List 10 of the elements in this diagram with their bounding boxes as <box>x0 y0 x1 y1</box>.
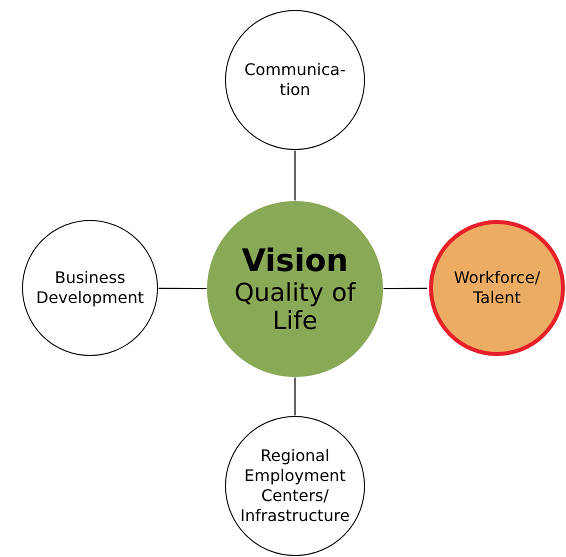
connector-line <box>294 378 296 416</box>
connector-line <box>294 150 296 200</box>
connector-line <box>158 288 206 290</box>
node-label: Communica- tion <box>243 60 347 100</box>
main-heading: Vision <box>240 243 350 279</box>
node-label: Workforce/ Talent <box>452 268 542 308</box>
connector-line <box>384 288 427 290</box>
node-label: Regional Employment Centers/ Infrastructure <box>239 446 351 526</box>
node-label: Business Development <box>35 268 145 308</box>
subheading: Quality of Life <box>233 279 358 335</box>
